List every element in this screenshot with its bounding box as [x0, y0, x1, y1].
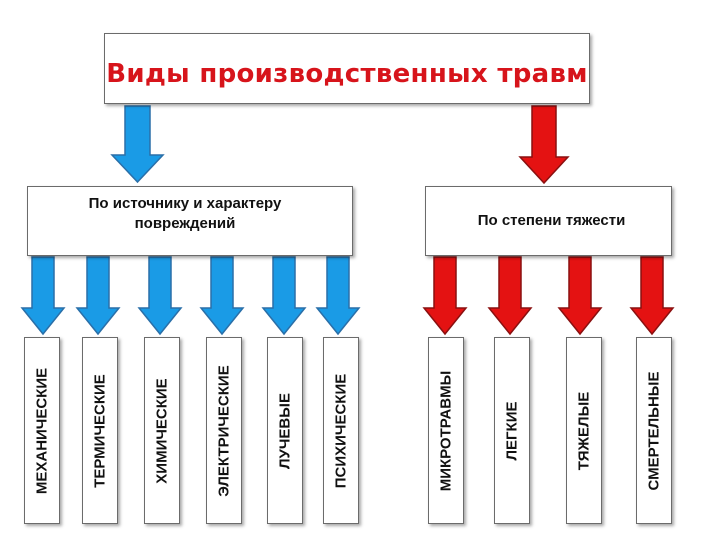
diagram-title: Виды производственных травм — [106, 58, 588, 89]
arrow-psychic — [315, 256, 361, 336]
arrow-electrical — [199, 256, 245, 336]
type-severe-label: ТЯЖЕЛЫЕ — [575, 391, 593, 470]
type-microtrauma-label: МИКРОТРАВМЫ — [437, 370, 455, 491]
category-severity-label: По степени тяжести — [477, 211, 626, 229]
type-radiation-label: ЛУЧЕВЫЕ — [276, 392, 294, 469]
arrow-fatal — [629, 256, 675, 336]
type-electrical-label: ЭЛЕКТРИЧЕСКИЕ — [215, 364, 233, 497]
type-severe: ТЯЖЕЛЫЕ — [566, 337, 602, 524]
type-light: ЛЕГКИЕ — [494, 337, 530, 524]
category-severity-box: По степени тяжести — [425, 186, 672, 256]
type-thermal-label: ТЕРМИЧЕСКИЕ — [91, 373, 109, 488]
arrow-microtrauma — [422, 256, 468, 336]
type-psychic-label: ПСИХИЧЕСКИЕ — [332, 373, 350, 488]
type-fatal: СМЕРТЕЛЬНЫЕ — [636, 337, 672, 524]
type-mechanical: МЕХАНИЧЕСКИЕ — [24, 337, 60, 524]
arrow-to-source — [110, 105, 165, 184]
title-box: Виды производственных травм — [104, 33, 590, 104]
arrow-severe — [557, 256, 603, 336]
arrow-radiation — [261, 256, 307, 336]
type-radiation: ЛУЧЕВЫЕ — [267, 337, 303, 524]
type-chemical-label: ХИМИЧЕСКИЕ — [153, 377, 171, 484]
type-thermal: ТЕРМИЧЕСКИЕ — [82, 337, 118, 524]
type-light-label: ЛЕГКИЕ — [503, 401, 521, 460]
type-psychic: ПСИХИЧЕСКИЕ — [323, 337, 359, 524]
arrow-light — [487, 256, 533, 336]
type-microtrauma: МИКРОТРАВМЫ — [428, 337, 464, 524]
arrow-thermal — [75, 256, 121, 336]
type-chemical: ХИМИЧЕСКИЕ — [144, 337, 180, 524]
type-fatal-label: СМЕРТЕЛЬНЫЕ — [645, 371, 663, 490]
category-source-label: По источнику и характеру повреждений — [88, 194, 282, 232]
type-mechanical-label: МЕХАНИЧЕСКИЕ — [33, 367, 51, 494]
type-electrical: ЭЛЕКТРИЧЕСКИЕ — [206, 337, 242, 524]
category-source-box: По источнику и характеру повреждений — [27, 186, 353, 256]
arrow-chemical — [137, 256, 183, 336]
arrow-mechanical — [20, 256, 66, 336]
arrow-to-severity — [518, 105, 570, 185]
